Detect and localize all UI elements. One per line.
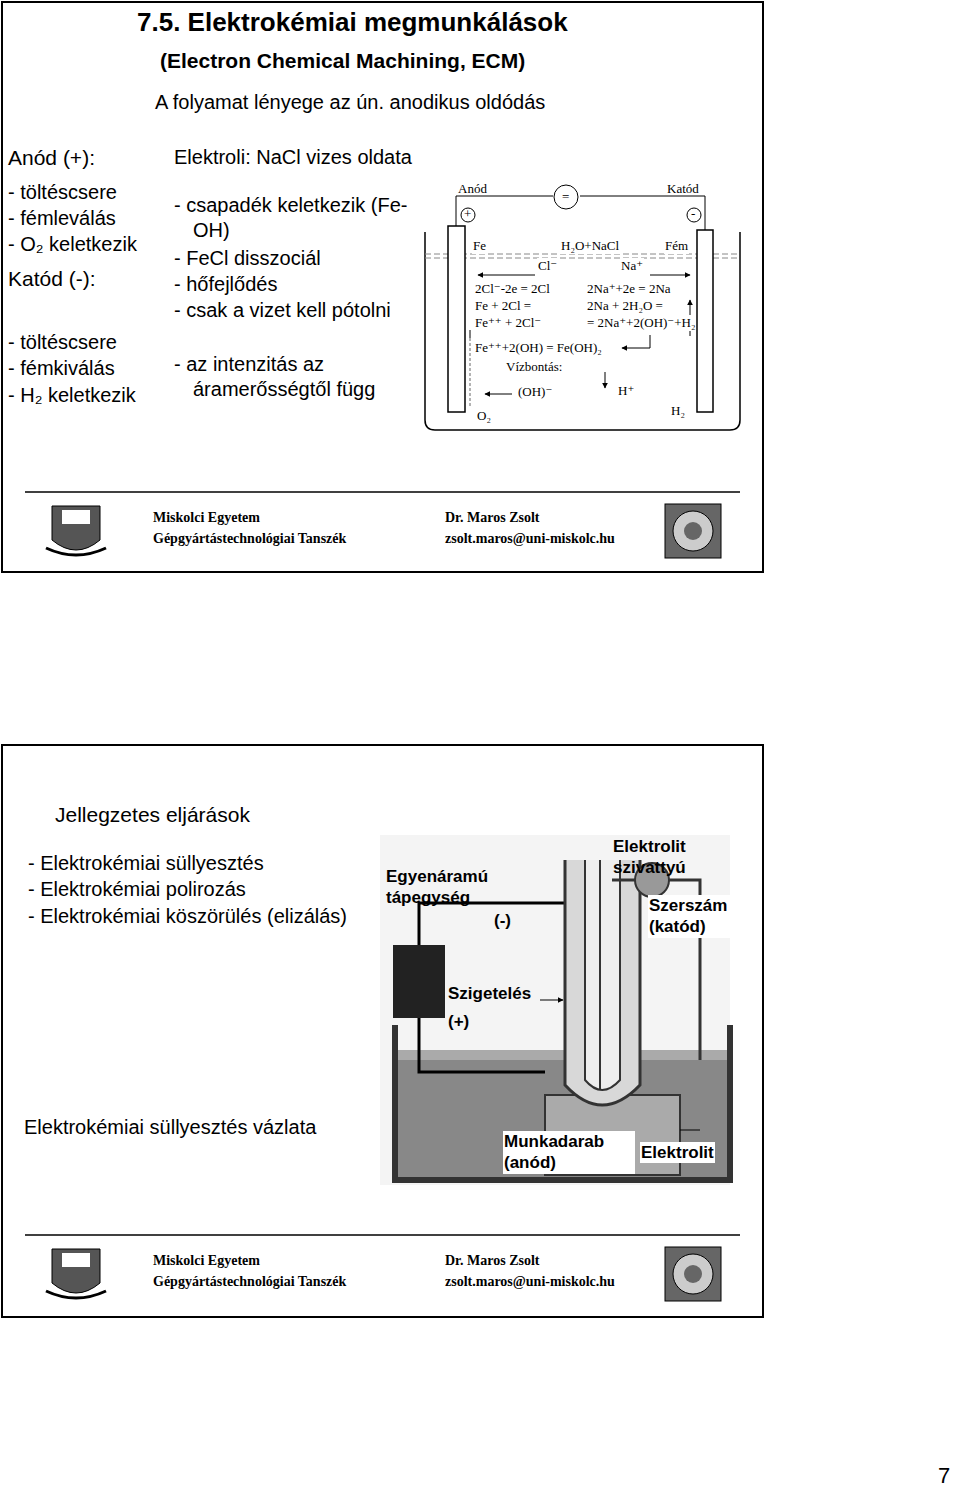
part-label: Elektrolit szivattyú (613, 836, 728, 879)
electrolyte-label: H₂O+NaCl (560, 238, 620, 254)
list-item: - Elektrokémiai köszörülés (elizálás) (28, 904, 377, 929)
footer-text: Miskolci Egyetem (153, 1252, 260, 1270)
list-item: - az intenzitás az áramerősségtől függ (174, 352, 393, 402)
part-label: Egyenáramú tápegység (386, 866, 546, 909)
part-label: Szerszám (katód) (648, 895, 730, 938)
section-heading: Anód (+): (8, 145, 95, 171)
list-item: - Elektrokémiai süllyesztés (28, 851, 264, 876)
list-item: - fémleválás (8, 206, 116, 231)
university-logo (46, 506, 106, 555)
section-heading: Elektroli: NaCl vizes oldata (174, 145, 412, 170)
section-heading: Katód (-): (8, 266, 96, 292)
slide-frame (2, 2, 763, 572)
department-logo (665, 1247, 721, 1301)
reaction-equation: 2Cl⁻-2e = 2Cl (474, 281, 551, 297)
footer-text: zsolt.maros@uni-miskolc.hu (445, 530, 615, 548)
gas-label: O₂ (476, 408, 492, 424)
university-logo (46, 1249, 106, 1298)
ion-label: Cl⁻ (537, 258, 558, 274)
material-label: Fém (664, 238, 689, 254)
subtitle: (Electron Chemical Machining, ECM) (160, 48, 525, 74)
part-label: Munkadarab (anód) (503, 1131, 635, 1174)
reaction-equation: = 2Na⁺+2(OH)⁻+H₂ (586, 315, 696, 331)
list-item: - hőfejlődés (174, 272, 277, 297)
ecm-sinking-sketch (380, 835, 730, 1185)
section-heading: Jellegzetes eljárások (55, 802, 250, 828)
reaction-equation: Fe + 2Cl = (474, 298, 532, 314)
polarity-symbol: = (561, 189, 570, 205)
polarity-label: (+) (448, 1011, 469, 1032)
list-item: - fémkiválás (8, 356, 115, 381)
ion-label: H⁺ (617, 383, 635, 399)
part-label: Szigetelés (448, 983, 531, 1004)
list-item: - FeCl disszociál (174, 246, 321, 271)
page-number: 7 (938, 1462, 950, 1490)
polarity-symbol: + (464, 206, 471, 222)
footer-text: Gépgyártástechnológiai Tanszék (153, 530, 346, 548)
ion-label: Na⁺ (620, 258, 644, 274)
ecm-cell (425, 185, 740, 430)
footer-text: zsolt.maros@uni-miskolc.hu (445, 1273, 615, 1291)
reaction-equation: 2Na + 2H₂O = (586, 298, 664, 314)
list-item: - csapadék keletkezik (Fe-OH) (174, 193, 418, 243)
electrode-label: Katód (667, 181, 699, 197)
material-label: Fe (472, 238, 487, 254)
footer-text: Dr. Maros Zsolt (445, 1252, 540, 1270)
list-item: - töltéscsere (8, 330, 117, 355)
gas-label: H₂ (670, 403, 686, 419)
reaction-equation: 2Na⁺+2e = 2Na (586, 281, 672, 297)
intro-text: A folyamat lényege az ún. anodikus oldód… (155, 90, 545, 115)
department-logo (665, 504, 721, 558)
list-item: - töltéscsere (8, 180, 117, 205)
list-item: - H₂ keletkezik (8, 383, 136, 408)
footer-text: Miskolci Egyetem (153, 509, 260, 527)
electrode-label: Anód (458, 181, 487, 197)
slide-frame (2, 745, 763, 1317)
list-item: - O₂ keletkezik (8, 232, 137, 257)
footer-text: Dr. Maros Zsolt (445, 509, 540, 527)
polarity-symbol: - (691, 206, 695, 222)
polarity-label: (-) (494, 910, 511, 931)
caption-text: Elektrokémiai süllyesztés vázlata (24, 1115, 316, 1140)
list-item: - Elektrokémiai polirozás (28, 877, 246, 902)
slide-title: 7.5. Elektrokémiai megmunkálások (137, 6, 568, 39)
footer-text: Gépgyártástechnológiai Tanszék (153, 1273, 346, 1291)
note-label: Vízbontás: (505, 359, 563, 375)
reaction-equation: Fe⁺⁺+2(OH) = Fe(OH)₂ (474, 340, 603, 356)
reaction-equation: Fe⁺⁺ + 2Cl⁻ (474, 315, 542, 331)
ion-label: (OH)⁻ (517, 384, 553, 400)
list-item: - csak a vizet kell pótolni (174, 298, 393, 323)
part-label: Elektrolit (640, 1142, 715, 1163)
